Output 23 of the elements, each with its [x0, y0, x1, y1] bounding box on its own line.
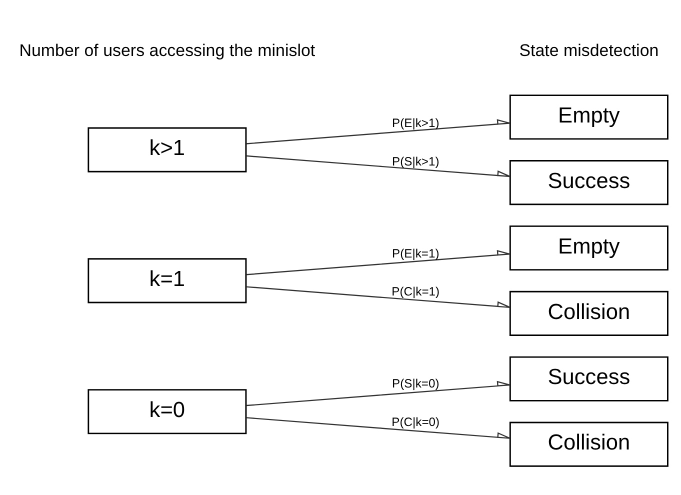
edge-label: P(E|k>1) — [392, 115, 440, 130]
arrow — [246, 154, 510, 177]
arrow — [246, 380, 510, 406]
node-box: Empty — [509, 224, 668, 270]
edge-label: P(E|k=1) — [392, 246, 440, 260]
node-box: Collision — [509, 421, 668, 466]
label: Number of users accessing the minislot — [19, 40, 316, 60]
node-box: Empty — [509, 94, 668, 140]
edge-label: P(C|k=0) — [392, 414, 440, 429]
node-box: Success — [509, 356, 668, 401]
arrow — [246, 416, 510, 438]
node-box: Success — [509, 160, 668, 205]
edge-label: P(S|k=0) — [392, 376, 440, 390]
arrow — [246, 249, 510, 275]
edge-label: P(C|k=1) — [392, 284, 440, 298]
node-box: k=1 — [88, 258, 247, 303]
node-box: Collision — [509, 290, 668, 336]
label: State misdetection — [519, 40, 659, 60]
arrow — [246, 286, 510, 308]
node-box: k>1 — [88, 126, 247, 172]
edge-label: P(S|k>1) — [392, 154, 440, 168]
arrow — [246, 118, 510, 144]
node-box: k=0 — [88, 388, 247, 434]
